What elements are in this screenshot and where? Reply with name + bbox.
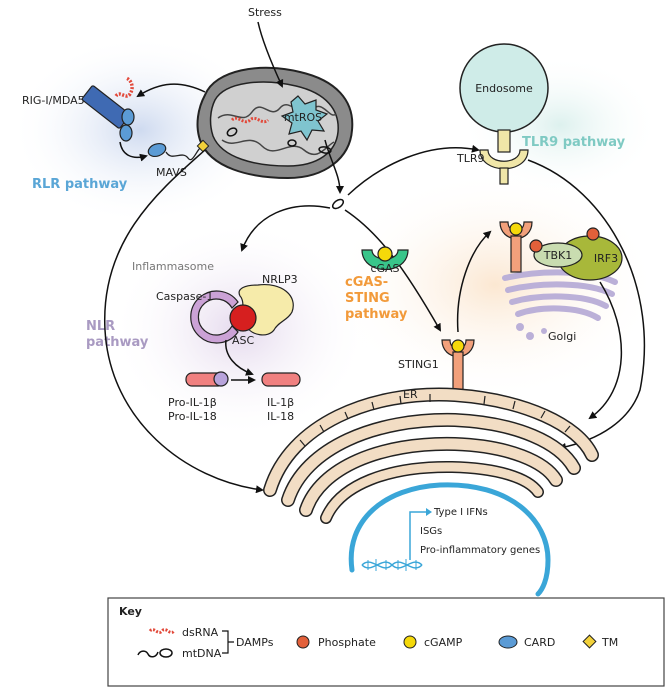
key-mtdna: mtDNA [182, 647, 222, 660]
cgamp-icon [403, 635, 417, 649]
cgas-pathway-line3: pathway [345, 307, 408, 322]
key-card: CARD [524, 636, 555, 649]
stress-label: Stress [248, 6, 282, 19]
tlr9-to-nucleus-arrow [527, 159, 646, 451]
mtdna-icon [137, 650, 159, 658]
nuclear-envelope [348, 482, 551, 597]
card-icon [498, 635, 518, 649]
rlr-glow [10, 35, 270, 225]
key-tm: TM [601, 636, 618, 649]
rlr-to-nucleus-arrow [104, 149, 264, 494]
cgas-label: cGAS [370, 262, 399, 275]
mavs [147, 139, 210, 161]
inflammasome-label: Inflammasome [132, 260, 214, 273]
tlr9-label: TLR9 [456, 152, 485, 165]
irf3-to-nucleus-arrow [588, 281, 623, 420]
tm-icon [582, 634, 597, 649]
cgas-pathway-line2: STING [345, 291, 390, 306]
golgi [502, 269, 618, 340]
rig-label: RIG-I/MDA5 [22, 94, 85, 107]
il18-label: IL-18 [267, 410, 294, 423]
transcription-arrow [409, 511, 428, 560]
isgs-label: ISGs [420, 526, 442, 537]
key-cgamp: cGAMP [424, 636, 463, 649]
key-damps: DAMPs [236, 636, 274, 649]
tbk1-phosphate [529, 239, 543, 253]
pro-il-molecule [185, 371, 229, 387]
mtros-label: mtROS [284, 111, 322, 124]
released-mtdna [331, 198, 345, 210]
golgi-label: Golgi [548, 330, 576, 343]
mtdna-loop-icon [159, 648, 173, 658]
nlr-pathway-line2: pathway [86, 335, 149, 350]
cgas-glow [330, 170, 660, 400]
tlr9-receptor [479, 129, 529, 185]
damps-bracket [222, 630, 234, 654]
nrlp3-label: NRLP3 [262, 273, 298, 286]
pro-il18-label: Pro-IL-18 [168, 410, 217, 423]
key-box [107, 597, 665, 687]
to-nlr-arrow [240, 205, 331, 252]
mito-to-rig-arrow [136, 83, 206, 98]
mtros-burst: mtROS [280, 95, 329, 142]
irf3-phosphate [586, 227, 600, 241]
mitochondrion [196, 66, 354, 180]
inflammasome-complex [190, 284, 294, 344]
dsrna-icon [148, 628, 176, 634]
tbk1-label: TBK1 [543, 249, 572, 262]
key-dsrna: dsRNA [182, 626, 219, 639]
asc-label: ASC [232, 334, 255, 347]
phosphate-icon [296, 635, 310, 649]
il-molecule [261, 372, 301, 387]
tbk1-shape [533, 242, 583, 268]
caspase-label: Caspase-1 [156, 290, 213, 303]
mito-release-arrow [324, 139, 344, 194]
irf3-label: IRF3 [594, 252, 618, 265]
rig-i-mda5 [81, 76, 135, 142]
key-phosphate: Phosphate [318, 636, 376, 649]
rlr-pathway-label: RLR pathway [32, 177, 128, 192]
sting1 [441, 339, 475, 393]
stress-arrow [257, 21, 284, 88]
to-tlr9-arrow [347, 144, 480, 196]
rig-to-mavs-arrow [119, 141, 148, 162]
sting-to-tbk1-arrow [456, 230, 492, 333]
endoplasmic-reticulum [263, 387, 599, 524]
type1-ifn-label: Type I IFNs [433, 507, 488, 518]
dna-helix [361, 559, 423, 571]
pro-il1b-label: Pro-IL-1β [168, 396, 217, 409]
proinf-label: Pro-inflammatory genes [420, 545, 540, 556]
caspase-cleavage-arrow [225, 339, 254, 376]
il1b-label: IL-1β [267, 396, 294, 409]
cgas [361, 246, 409, 271]
key-title: Key [119, 605, 142, 618]
er-label: ER [403, 388, 418, 401]
tlr9-pathway-label: TLR9 pathway [522, 135, 626, 150]
sting1-label: STING1 [398, 358, 439, 371]
cgas-pathway-line1: cGAS- [345, 275, 388, 290]
nlr-pathway-line1: NLR [86, 319, 115, 334]
transcription-arrowhead [426, 508, 432, 516]
mavs-label: MAVS [156, 166, 187, 179]
sting-golgi-receptor [499, 221, 533, 273]
endosome-label: Endosome [475, 82, 533, 95]
